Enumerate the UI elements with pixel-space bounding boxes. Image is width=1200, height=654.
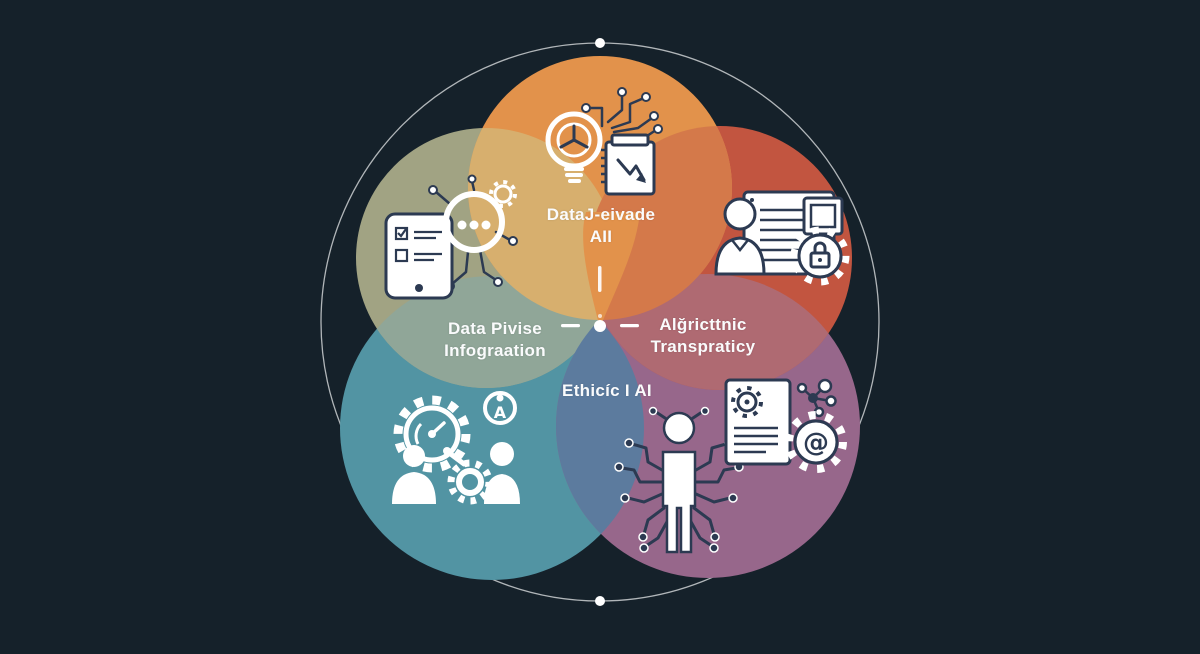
screen-inner xyxy=(809,203,837,229)
notebook-binding xyxy=(610,133,650,147)
gear-teeth xyxy=(489,180,517,208)
lightbulb-circuit-notebook-icon xyxy=(545,87,663,196)
badge-a-glyph: A xyxy=(494,403,507,422)
label-left-line1: Data Pivise xyxy=(447,319,543,338)
team-gears-gauge-icon: A xyxy=(392,391,520,505)
ai-bubble-dots xyxy=(457,220,491,230)
bulb-base xyxy=(564,167,584,183)
label-left-line2: Infograation xyxy=(444,341,546,361)
ai-bubble xyxy=(443,191,505,253)
right-person-head xyxy=(490,442,514,466)
circuit-nodes xyxy=(581,87,663,134)
padlock-shackle xyxy=(813,241,827,253)
ring-top-dot xyxy=(595,38,605,48)
wrench-head xyxy=(443,447,451,455)
document-lines xyxy=(734,426,778,454)
notebook-arrowhead xyxy=(636,173,646,183)
label-right-line2: Transpraticy xyxy=(650,337,756,357)
label-left-overlap: Data Pivise Infograation xyxy=(444,318,546,362)
overlap-bottomleft-upperleft xyxy=(356,276,616,388)
doc-gear-teeth xyxy=(731,386,763,418)
lock-gear-body xyxy=(797,233,843,279)
left-person-body xyxy=(392,472,436,504)
badge-head-dot xyxy=(496,394,504,402)
padlock-body xyxy=(809,251,831,269)
big-gear-ring xyxy=(403,405,461,463)
bulb-spokes xyxy=(559,124,589,149)
hub-vertical-dash xyxy=(598,266,602,292)
notebook-arrow xyxy=(616,158,646,182)
big-gear-teeth xyxy=(393,395,471,473)
lock-gear-teeth xyxy=(790,226,850,286)
person-collar xyxy=(731,239,749,253)
label-top-circle: DataJ-eivade AII xyxy=(547,204,656,248)
screen xyxy=(802,196,844,236)
circuit-traces xyxy=(620,410,738,548)
right-person-body xyxy=(484,474,520,504)
document-gear-at-icon: @ xyxy=(724,378,847,473)
bulb-inner-ring xyxy=(556,122,592,158)
at-glyph: @ xyxy=(803,428,829,458)
padlock-keyhole xyxy=(818,258,822,262)
tablet-home-button xyxy=(415,284,423,292)
label-top-line2: AII xyxy=(589,227,613,247)
hub-small-dot xyxy=(598,314,602,318)
doc-gear-hub xyxy=(744,399,750,405)
human-circuit-icon xyxy=(614,406,744,554)
person-body xyxy=(714,236,766,276)
gauge-pivot xyxy=(428,430,436,438)
person-head xyxy=(723,197,757,231)
overlap-upperright-bottomright xyxy=(588,274,852,390)
hub-center-dot xyxy=(594,320,606,332)
center-hub xyxy=(561,266,639,332)
doc-gear-ring xyxy=(736,391,758,413)
wrench-handle xyxy=(445,449,467,467)
label-right-line1: Alğricttnic xyxy=(659,315,747,334)
top-circle-wedge xyxy=(583,212,640,328)
gauge-arc xyxy=(414,422,423,445)
notebook-spiral xyxy=(601,148,606,184)
label-top-line1: DataJ-eivade xyxy=(546,205,656,224)
person-document-lock-icon xyxy=(714,190,850,286)
hub-left-dash xyxy=(561,324,580,328)
hub-right-dash xyxy=(620,324,639,328)
gear-icon xyxy=(493,184,513,204)
molecule-nodes xyxy=(796,378,837,418)
at-gear-body xyxy=(793,419,839,465)
human-head xyxy=(662,411,696,445)
badge-ring xyxy=(483,391,517,425)
human-body xyxy=(661,450,697,554)
notebook-body xyxy=(604,140,656,196)
document-dot xyxy=(750,198,754,202)
ring-bottom-dot xyxy=(595,596,605,606)
at-gear-teeth xyxy=(785,411,847,473)
label-right-overlap: Alğricttnic Transpraticy xyxy=(651,314,756,358)
tablet-ai-network-icon xyxy=(384,174,518,300)
circuit-nodes xyxy=(614,406,744,553)
tablet-checklist xyxy=(394,226,442,263)
label-center: Ethicíc I AI xyxy=(562,380,652,402)
bulb-outline xyxy=(545,111,603,169)
small-gear-ring xyxy=(456,468,484,496)
label-center-line1: Ethicíc I AI xyxy=(562,381,652,400)
